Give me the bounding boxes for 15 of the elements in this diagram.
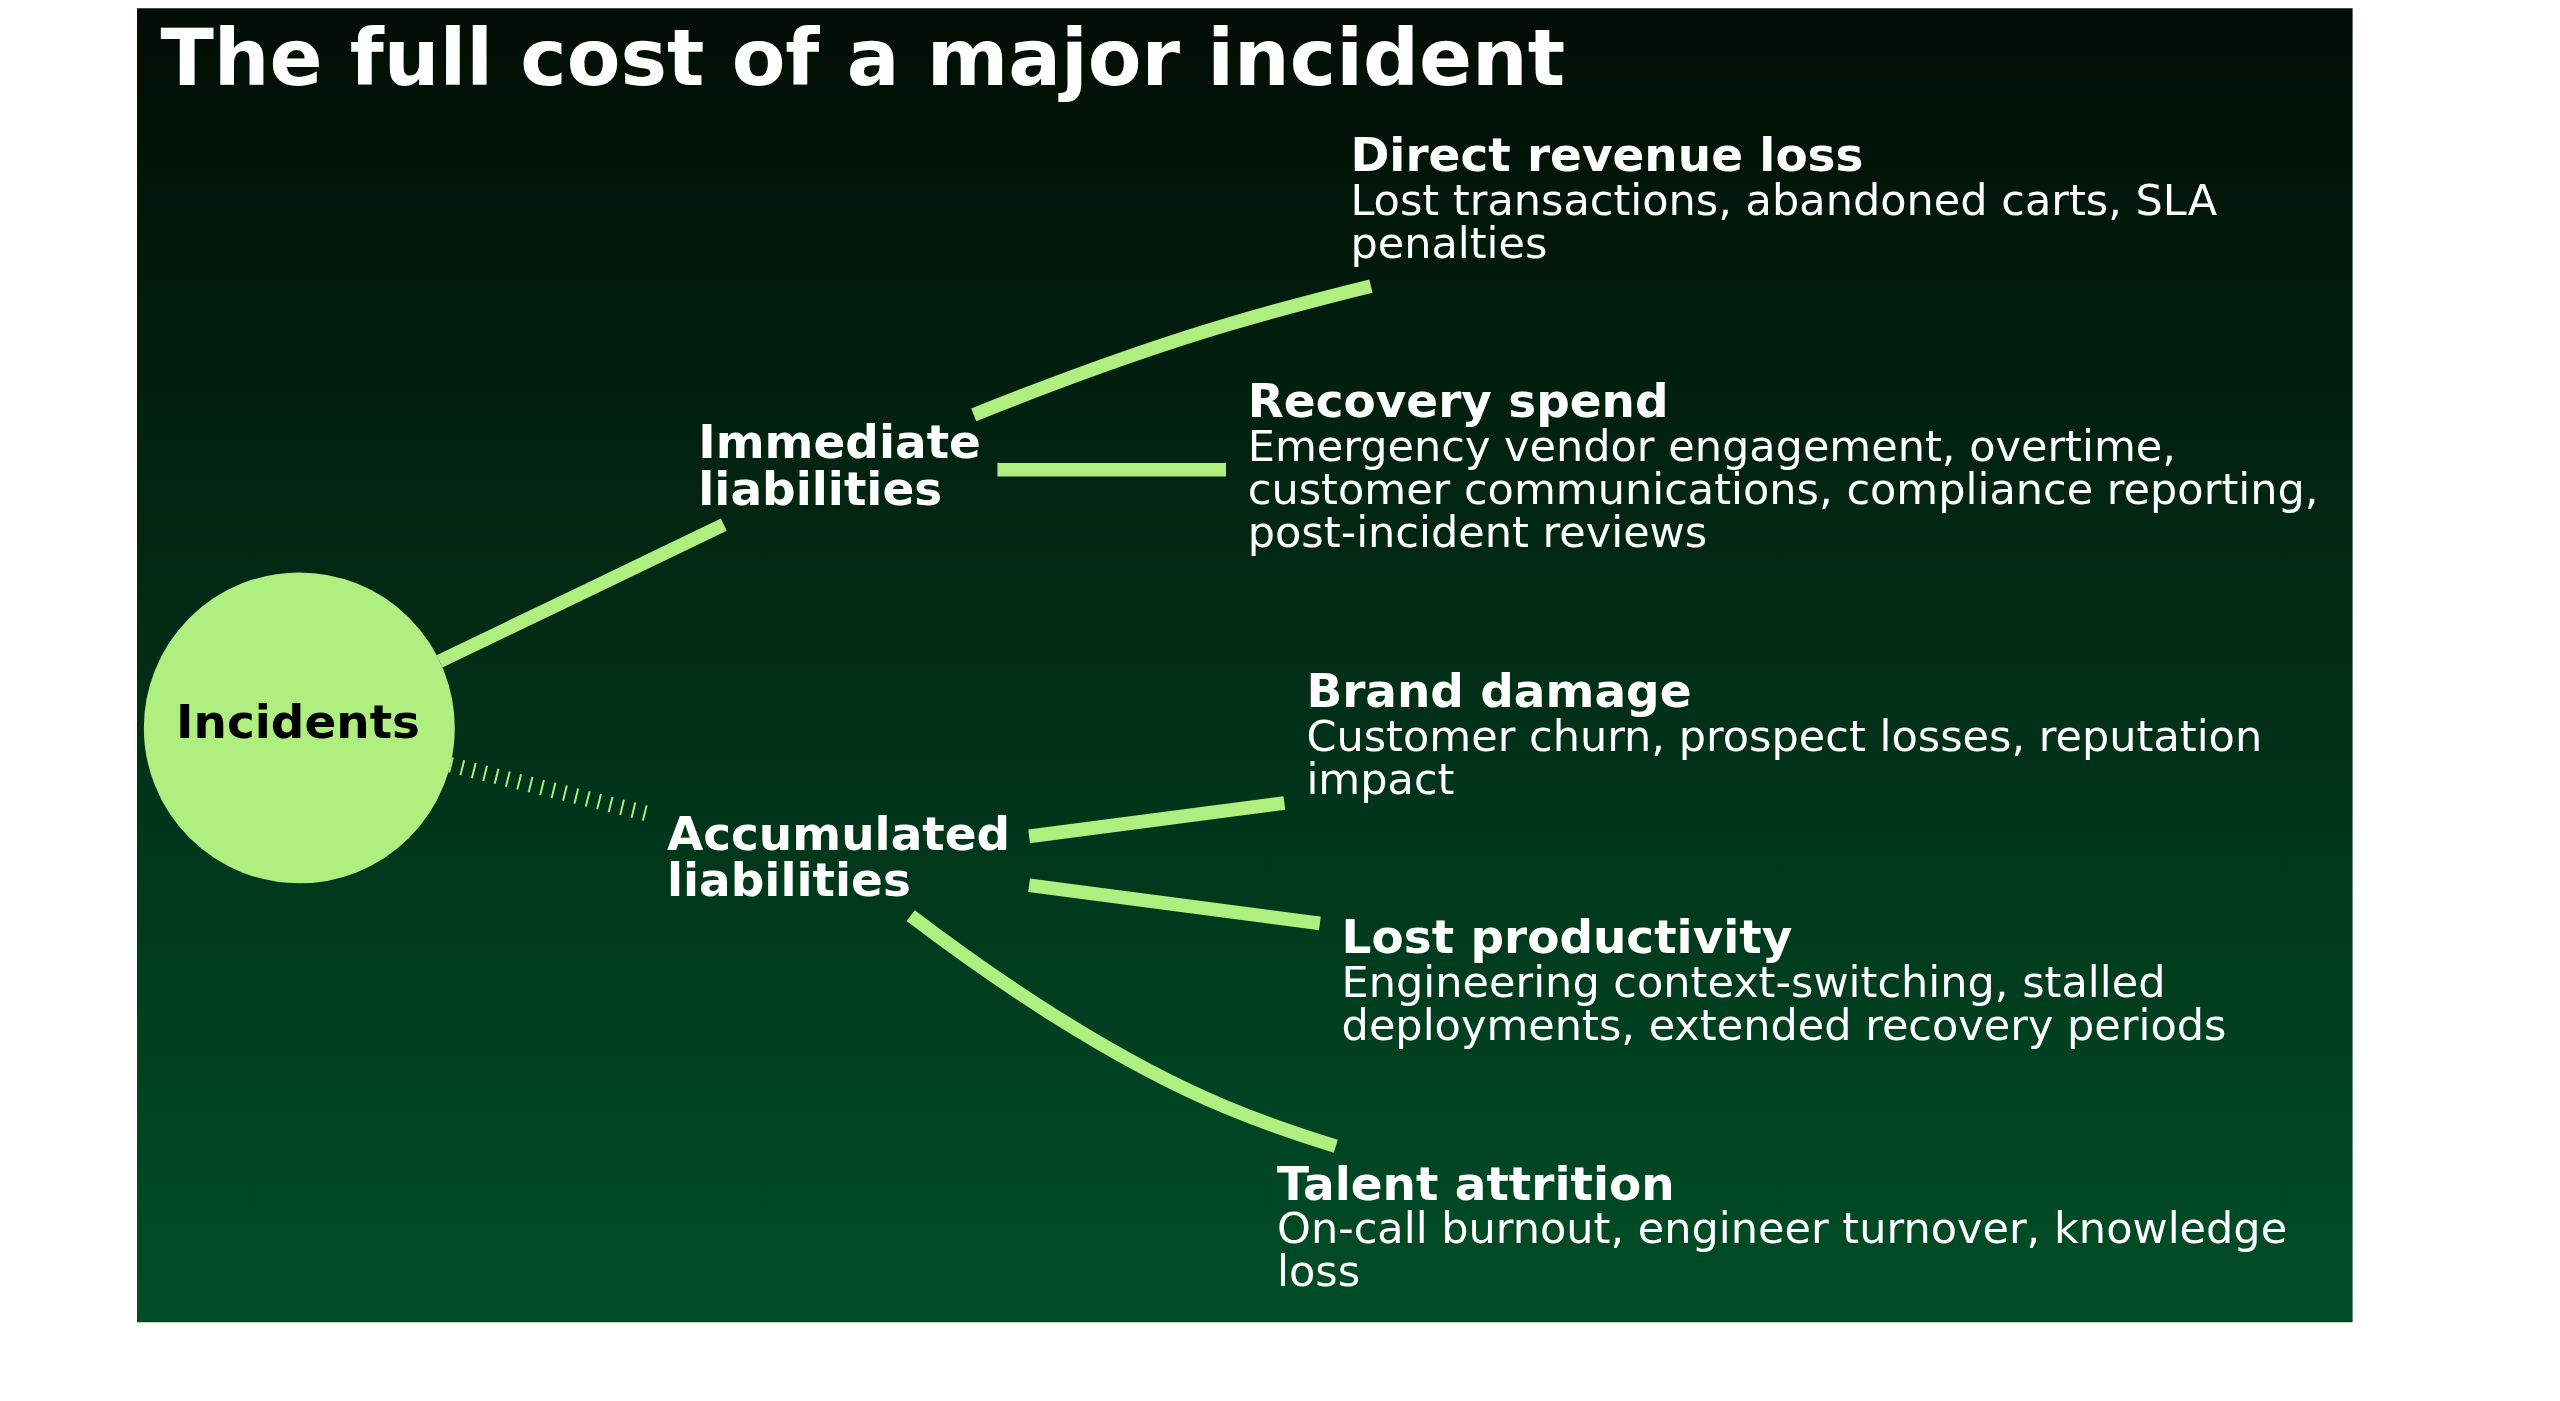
node-text: Direct revenue loss Lost transactions, abandoned carts, SLA penalties bbox=[1350, 126, 2218, 268]
connector bbox=[906, 910, 1338, 1153]
connector bbox=[436, 518, 727, 668]
node-text: Brand damage Customer churn, prospect losses, reputation impact bbox=[1306, 662, 2263, 804]
connector bbox=[971, 279, 1373, 422]
diagram-title: The full cost of a major incident bbox=[160, 11, 1566, 103]
node-text: Talent attrition On-call burnout, engineer turnover, knowledge loss bbox=[1277, 1155, 2288, 1297]
node-text: Recovery spend Emergency vendor engagement, overtime, customer communications, compliance reporting, post-incident reviews bbox=[1247, 373, 2319, 558]
node-circle: Incidents bbox=[143, 572, 455, 884]
node-text: Lost productivity Engineering context-switching, stalled deployments, extended recovery periods bbox=[1341, 909, 2227, 1050]
connector bbox=[1028, 878, 1321, 931]
connector bbox=[1028, 796, 1286, 844]
node-text: Immediate liabilities bbox=[698, 414, 981, 517]
node-text: Accumulated liabilities bbox=[666, 805, 1011, 908]
connector bbox=[997, 462, 1227, 477]
